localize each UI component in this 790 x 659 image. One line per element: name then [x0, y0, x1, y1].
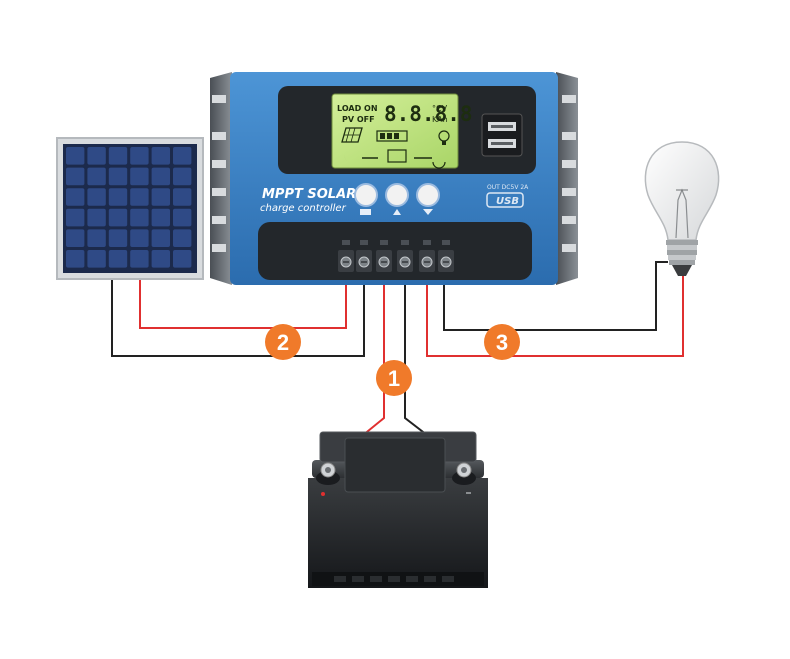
lcd-pv-off: PV OFF [342, 115, 375, 124]
usb-logo: USB [486, 192, 524, 208]
panel-cell [130, 188, 149, 206]
panel-cell [87, 188, 106, 206]
step-number-1: 1 [388, 366, 400, 391]
wires [111, 261, 684, 463]
step-badge-1: 1 [376, 360, 412, 396]
terminal-symbol [423, 240, 431, 245]
right-heat-fins [556, 72, 578, 285]
lcd-arrows-icon [362, 149, 446, 169]
panel-cell [130, 229, 149, 247]
panel-cell [108, 250, 128, 268]
panel-cell [87, 147, 106, 165]
panel-cell [108, 208, 128, 227]
panel-cell [66, 208, 85, 227]
panel-cell [108, 229, 128, 247]
panel-cell [108, 188, 128, 206]
panel-cell [87, 250, 106, 268]
panel-cell [130, 208, 149, 227]
controller-title: MPPT SOLAR [262, 187, 356, 202]
menu-button[interactable] [354, 183, 378, 215]
panel-cell [173, 188, 192, 206]
panel-cell [87, 229, 106, 247]
lcd-unit-bottom: KAh [432, 115, 448, 124]
battery-positive-terminal [316, 462, 340, 496]
charge-controller: LOAD ON PV OFF 8.8.8.8 °CV KAh [210, 72, 578, 285]
left-heat-fins [210, 72, 232, 285]
lcd-digits: 8.8.8.8 [384, 102, 473, 126]
load-positive-wire [426, 276, 684, 357]
panel-cell [151, 250, 170, 268]
load-negative-wire [443, 261, 668, 331]
panel-cell [87, 208, 106, 227]
panel-cell [173, 229, 192, 247]
panel-cell [173, 147, 192, 165]
controller-subtitle: charge controller [260, 203, 347, 214]
up-button[interactable] [385, 183, 409, 215]
panel-cell [66, 167, 85, 186]
panel-cell [151, 208, 170, 227]
panel-cell [130, 167, 149, 186]
lcd-load-on: LOAD ON [337, 104, 378, 113]
terminal-symbol [401, 240, 409, 245]
panel-cell [173, 167, 192, 186]
panel-cell [130, 250, 149, 268]
terminal-symbol [360, 240, 368, 245]
panel-cell [151, 229, 170, 247]
usb-spec-label: OUT DC5V 2A [487, 184, 529, 191]
terminal-block [338, 240, 454, 272]
panel-cell [130, 147, 149, 165]
lcd-battery-level-icon [376, 130, 408, 142]
panel-negative-wire [111, 279, 365, 357]
step-badge-3: 3 [484, 324, 520, 360]
lcd-bulb-icon [438, 130, 450, 145]
terminal-frame [258, 222, 532, 280]
lcd-unit-top: °CV [432, 104, 448, 113]
panel-cell [87, 167, 106, 186]
light-bulb-icon [644, 141, 720, 276]
panel-cell [66, 229, 85, 247]
terminal-symbol [442, 240, 450, 245]
usb-port [481, 113, 523, 157]
battery-negative-terminal [452, 462, 476, 494]
panel-cell [108, 167, 128, 186]
step-badge-2: 2 [265, 324, 301, 360]
down-button[interactable] [416, 183, 440, 215]
usb-logo-text: USB [496, 196, 519, 207]
step-number-3: 3 [496, 330, 508, 355]
terminal-symbol [380, 240, 388, 245]
terminal-symbol [342, 240, 350, 245]
panel-cell [151, 147, 170, 165]
panel-positive-wire [139, 279, 347, 329]
panel-cell [108, 147, 128, 165]
panel-cell [173, 208, 192, 227]
panel-cell [151, 167, 170, 186]
lcd-panel-icon [341, 127, 363, 143]
solar-panel-icon [56, 137, 204, 280]
panel-cell [66, 250, 85, 268]
panel-cell [66, 188, 85, 206]
panel-cell [173, 250, 192, 268]
step-number-2: 2 [277, 330, 289, 355]
panel-cell [151, 188, 170, 206]
panel-cell [66, 147, 85, 165]
battery-icon [308, 431, 488, 588]
